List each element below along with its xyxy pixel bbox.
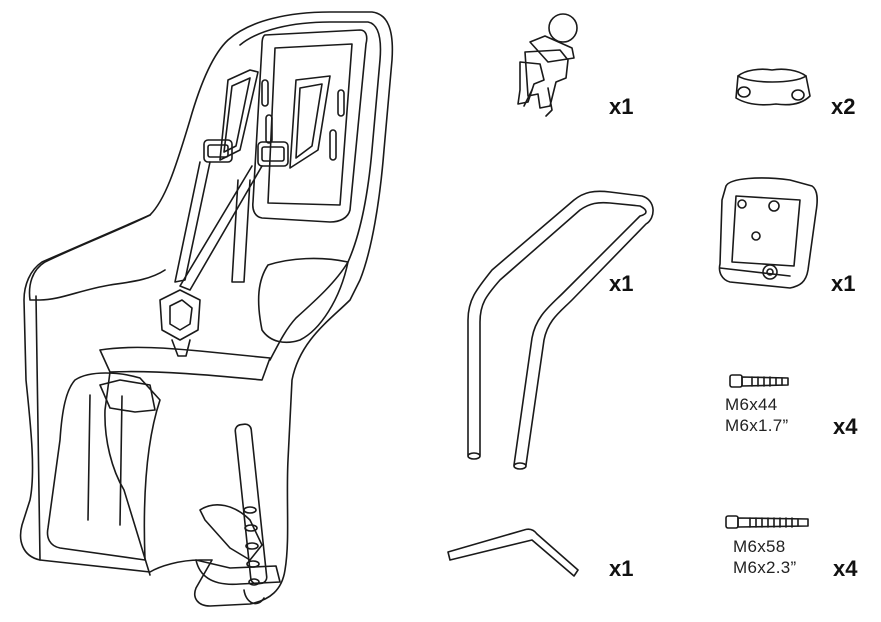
bolt-short-quantity: x4 [833,414,858,439]
bolt-long-spec: M6x58 M6x2.3” [733,536,797,578]
bolt-long-spec-imperial: M6x2.3” [733,558,797,577]
keys-illustration [517,13,578,117]
mount-bracket-illustration [718,177,818,289]
bolt-long-spec-metric: M6x58 [733,537,786,556]
bolt-long-illustration [725,515,809,529]
clamp-quantity: x2 [831,94,856,119]
hex-key-illustration [447,528,579,577]
clamp-illustration [735,68,811,106]
mount-bracket-quantity: x1 [831,271,856,296]
bolt-short-spec: M6x44 M6x1.7” [725,394,789,436]
handlebar-quantity: x1 [609,271,634,296]
bolt-long-quantity: x4 [833,556,858,581]
child-seat-illustration [19,11,394,607]
hex-key-quantity: x1 [609,556,634,581]
handlebar-illustration [467,190,654,470]
bolt-short-spec-imperial: M6x1.7” [725,416,789,435]
keys-quantity: x1 [609,94,634,119]
bolt-short-spec-metric: M6x44 [725,395,778,414]
bolt-short-illustration [729,374,789,388]
